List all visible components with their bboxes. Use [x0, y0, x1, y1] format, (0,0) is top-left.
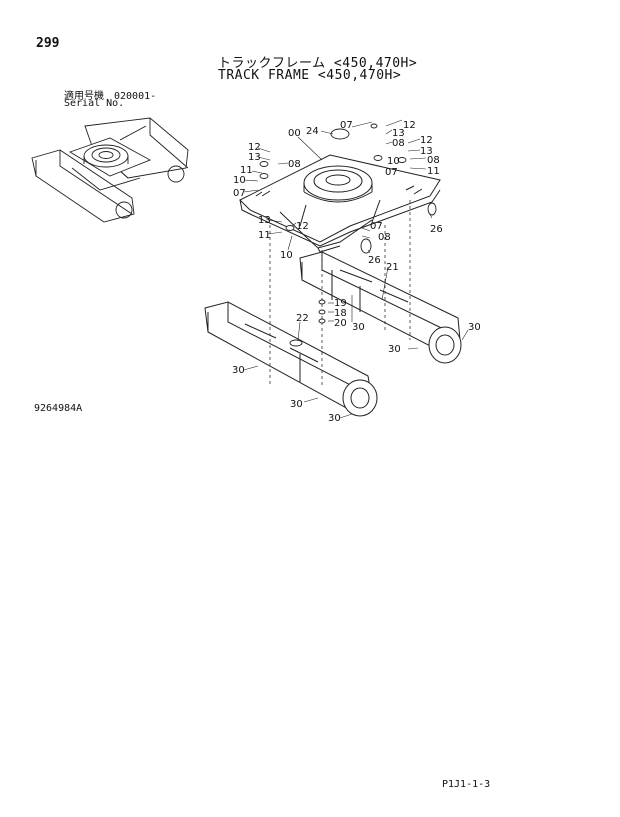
- callout-label: 30: [290, 399, 303, 410]
- callout-label: 12: [248, 142, 261, 153]
- callout-label: 24: [306, 126, 319, 137]
- leader-lines: [243, 119, 469, 419]
- track-frame-left: [204, 301, 378, 417]
- callout-label: 12: [403, 120, 416, 131]
- callout-label: 12: [296, 221, 309, 232]
- callout-label: 19: [334, 298, 347, 309]
- callout-label: 07: [340, 120, 353, 131]
- callout-label: 11: [240, 165, 253, 176]
- callout-label: 13: [392, 128, 405, 139]
- callout-label: 18: [334, 308, 347, 319]
- callout-label: 10: [280, 250, 293, 261]
- callout-label: 11: [427, 166, 440, 177]
- callout-label: 08: [392, 138, 405, 149]
- callout-label: 07: [385, 167, 398, 178]
- callout-labels: 00 07 12 13 08 24 12 13 11 10 07 08 12 1…: [232, 120, 481, 424]
- callout-label: 30: [232, 365, 245, 376]
- serial-label-japanese: 適用号機 020001-: [64, 91, 157, 102]
- callout-label: 11: [258, 230, 271, 241]
- serial-label-english: Serial No.: [64, 98, 125, 109]
- callout-label: 13: [258, 215, 271, 226]
- page-code: P1J1-1-3: [442, 779, 491, 790]
- callout-label: 30: [468, 322, 481, 333]
- callout-label: 21: [386, 262, 399, 273]
- callout-label: 10: [387, 156, 400, 167]
- alignment-lines: [269, 200, 411, 385]
- callout-label: 22: [296, 313, 309, 324]
- callout-label: 08: [288, 159, 301, 170]
- callout-label: 08: [427, 155, 440, 166]
- callout-label: 30: [328, 413, 341, 424]
- shim-part-26-lower: [360, 238, 372, 254]
- callout-label: 13: [420, 146, 433, 157]
- callout-label: 26: [368, 255, 381, 266]
- track-frame-right: [299, 251, 462, 364]
- plate-part-22: [289, 339, 303, 347]
- o-ring-part-24: [330, 128, 350, 140]
- callout-label: 26: [430, 224, 443, 235]
- page-number: 299: [36, 36, 60, 51]
- callout-label: 07: [370, 221, 383, 232]
- hardware-parts: [259, 123, 437, 347]
- overview-thumbnail: [31, 117, 189, 223]
- callout-label: 20: [334, 318, 347, 329]
- callout-label: 00: [288, 128, 301, 139]
- shim-part-26-upper: [427, 202, 437, 216]
- callout-label: 12: [420, 135, 433, 146]
- callout-label: 13: [248, 152, 261, 163]
- callout-label: 30: [388, 344, 401, 355]
- callout-label: 08: [378, 232, 391, 243]
- title-english: TRACK FRAME <450,470H>: [218, 68, 402, 83]
- drawing-number: 9264984A: [34, 403, 83, 414]
- callout-label: 07: [233, 188, 246, 199]
- title-japanese: トラックフレーム <450,470H>: [218, 56, 418, 71]
- callout-label: 30: [352, 322, 365, 333]
- callout-label: 10: [233, 175, 246, 186]
- center-frame: [239, 154, 441, 253]
